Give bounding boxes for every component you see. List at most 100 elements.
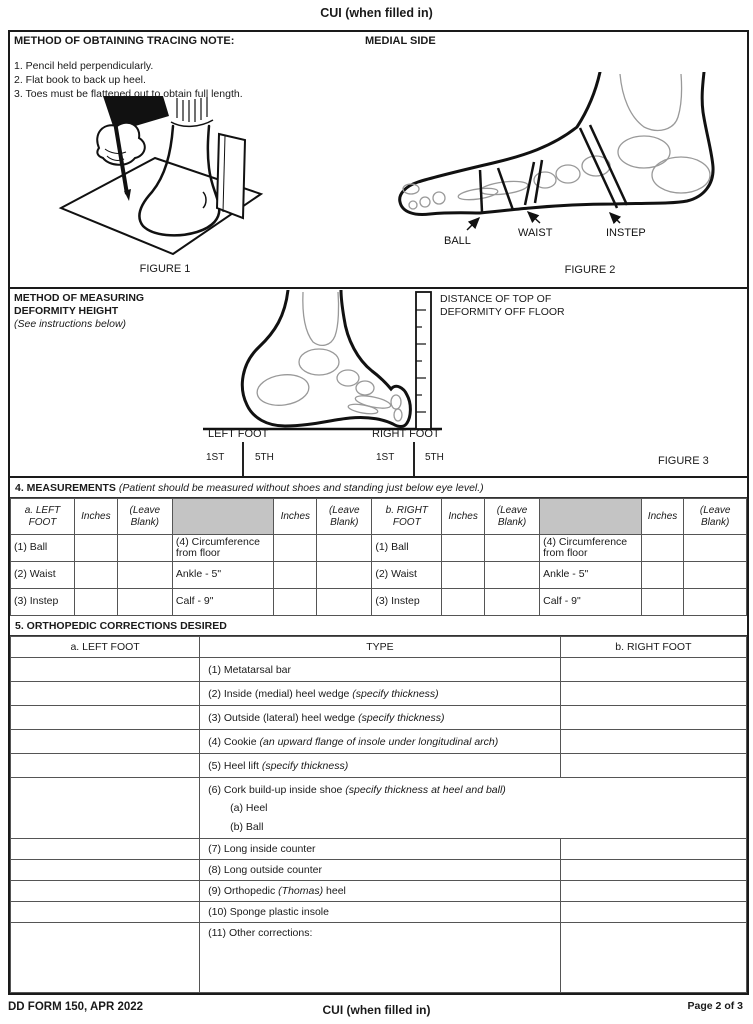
correction-left-cell[interactable] — [9, 838, 201, 860]
correction-right-cell[interactable] — [559, 729, 748, 754]
meas-input-cell[interactable] — [316, 534, 373, 562]
measurements-section-title: 4. MEASUREMENTS — [15, 482, 116, 494]
meas-input-cell[interactable] — [683, 588, 747, 616]
ruler-label-line2: DEFORMITY OFF FLOOR — [440, 306, 565, 318]
pencil-shape — [113, 121, 129, 195]
correction-left-cell[interactable] — [9, 681, 201, 706]
correction-right-cell[interactable] — [559, 901, 748, 923]
right-foot-column-header: b. RIGHT FOOT — [371, 498, 443, 535]
correction-type-label: (10) Sponge plastic insole — [199, 901, 561, 923]
correction-left-cell[interactable] — [9, 901, 201, 923]
meas-input-cell[interactable] — [116, 534, 173, 562]
deformity-section-title: METHOD OF MEASURING DEFORMITY HEIGHT (Se… — [14, 292, 144, 331]
inches-column-header: Inches — [74, 498, 118, 535]
measurement-row-label: (3) Instep — [371, 588, 443, 616]
measurement-row-label: (2) Waist — [9, 561, 76, 589]
tick-label-left-5th: 5TH — [255, 452, 274, 463]
corrections-section-title: 5. ORTHOPEDIC CORRECTIONS DESIRED — [15, 620, 227, 632]
circumference-column-header — [539, 498, 642, 535]
right-foot-label: RIGHT FOOT — [372, 428, 440, 440]
corrections-section-header: 5. ORTHOPEDIC CORRECTIONS DESIRED — [10, 616, 747, 636]
inches-column-header: Inches — [640, 498, 685, 535]
meas-input-cell[interactable] — [74, 534, 118, 562]
measurements-section-note: (Patient should be measured without shoe… — [118, 482, 484, 494]
meas-input-cell[interactable] — [273, 534, 318, 562]
measurement-row-label: (3) Instep — [9, 588, 76, 616]
meas-input-cell[interactable] — [640, 588, 685, 616]
corrections-type-header: TYPE — [199, 636, 561, 658]
leave-blank-column-header: (Leave Blank) — [316, 498, 373, 535]
correction-left-cell[interactable] — [9, 922, 201, 993]
figure1-caption: FIGURE 1 — [139, 263, 191, 275]
leave-blank-column-header: (Leave Blank) — [683, 498, 747, 535]
leave-blank-column-header: (Leave Blank) — [116, 498, 173, 535]
correction-left-cell[interactable] — [9, 777, 201, 839]
tick-divider — [242, 442, 244, 476]
correction-sub-label: (a) Heel — [230, 802, 268, 814]
meas-input-cell[interactable] — [441, 561, 485, 589]
meas-input-cell[interactable] — [683, 561, 747, 589]
meas-input-cell[interactable] — [316, 561, 373, 589]
meas-input-cell[interactable] — [441, 534, 485, 562]
cui-banner-top: CUI (when filled in) — [320, 6, 433, 20]
correction-right-cell[interactable] — [559, 922, 748, 993]
tick-label-right-5th: 5TH — [425, 452, 444, 463]
meas-input-cell[interactable] — [483, 561, 541, 589]
figure1-illustration — [58, 96, 264, 256]
correction-left-cell[interactable] — [9, 705, 201, 730]
correction-right-cell[interactable] — [559, 859, 748, 881]
measurements-section-header: 4. MEASUREMENTS (Patient should be measu… — [10, 478, 747, 498]
meas-input-cell[interactable] — [74, 588, 118, 616]
meas-input-cell[interactable] — [683, 534, 747, 562]
meas-input-cell[interactable] — [640, 561, 685, 589]
leave-blank-column-header: (Leave Blank) — [483, 498, 541, 535]
tick-divider — [413, 442, 415, 476]
left-foot-column-header: a. LEFT FOOT — [9, 498, 76, 535]
corrections-right-foot-header: b. RIGHT FOOT — [559, 636, 748, 658]
inches-column-header: Inches — [441, 498, 485, 535]
meas-input-cell[interactable] — [116, 561, 173, 589]
inches-column-header: Inches — [273, 498, 318, 535]
waist-label: WAIST — [518, 227, 553, 239]
tracing-instruction: 2. Flat book to back up heel. — [14, 74, 146, 86]
figure3-caption: FIGURE 3 — [658, 455, 709, 467]
correction-right-cell[interactable] — [559, 705, 748, 730]
correction-left-cell[interactable] — [9, 729, 201, 754]
tracing-instruction: 1. Pencil held perpendicularly. — [14, 60, 154, 72]
correction-left-cell[interactable] — [9, 657, 201, 682]
instep-label: INSTEP — [606, 227, 646, 239]
meas-input-cell[interactable] — [273, 588, 318, 616]
correction-right-cell[interactable] — [559, 681, 748, 706]
circumference-row-label: Calf - 9" — [171, 588, 275, 616]
corrections-left-foot-header: a. LEFT FOOT — [9, 636, 201, 658]
correction-right-cell[interactable] — [559, 838, 748, 860]
correction-type-label: (1) Metatarsal bar — [199, 657, 561, 682]
figure3-illustration — [203, 290, 442, 431]
correction-right-cell[interactable] — [559, 753, 748, 778]
tick-label-left-1st: 1ST — [206, 452, 225, 463]
correction-left-cell[interactable] — [9, 880, 201, 902]
correction-left-cell[interactable] — [9, 859, 201, 881]
meas-input-cell[interactable] — [483, 588, 541, 616]
ruler-label: DISTANCE OF TOP OF DEFORMITY OFF FLOOR — [440, 293, 565, 319]
correction-sub-label: (b) Ball — [230, 821, 264, 833]
meas-input-cell[interactable] — [316, 588, 373, 616]
meas-input-cell[interactable] — [74, 561, 118, 589]
correction-type-label: (5) Heel lift (specify thickness) — [199, 753, 561, 778]
meas-input-cell[interactable] — [483, 534, 541, 562]
correction-right-cell[interactable] — [559, 657, 748, 682]
meas-input-cell[interactable] — [116, 588, 173, 616]
correction-type-label: (3) Outside (lateral) heel wedge (specif… — [199, 705, 561, 730]
meas-input-cell[interactable] — [640, 534, 685, 562]
correction-right-cell[interactable] — [559, 880, 748, 902]
circumference-row-label: (4) Circumference from floor — [171, 534, 275, 562]
medial-side-label: MEDIAL SIDE — [365, 35, 436, 47]
sleeve-shape — [103, 96, 169, 132]
meas-input-cell[interactable] — [273, 561, 318, 589]
figure2-illustration: BALL WAIST INSTEP — [398, 72, 715, 247]
correction-left-cell[interactable] — [9, 753, 201, 778]
correction-type-label: (11) Other corrections: — [199, 922, 561, 993]
meas-input-cell[interactable] — [441, 588, 485, 616]
corrections-table: a. LEFT FOOT TYPE b. RIGHT FOOT (1) Meta… — [9, 636, 748, 993]
